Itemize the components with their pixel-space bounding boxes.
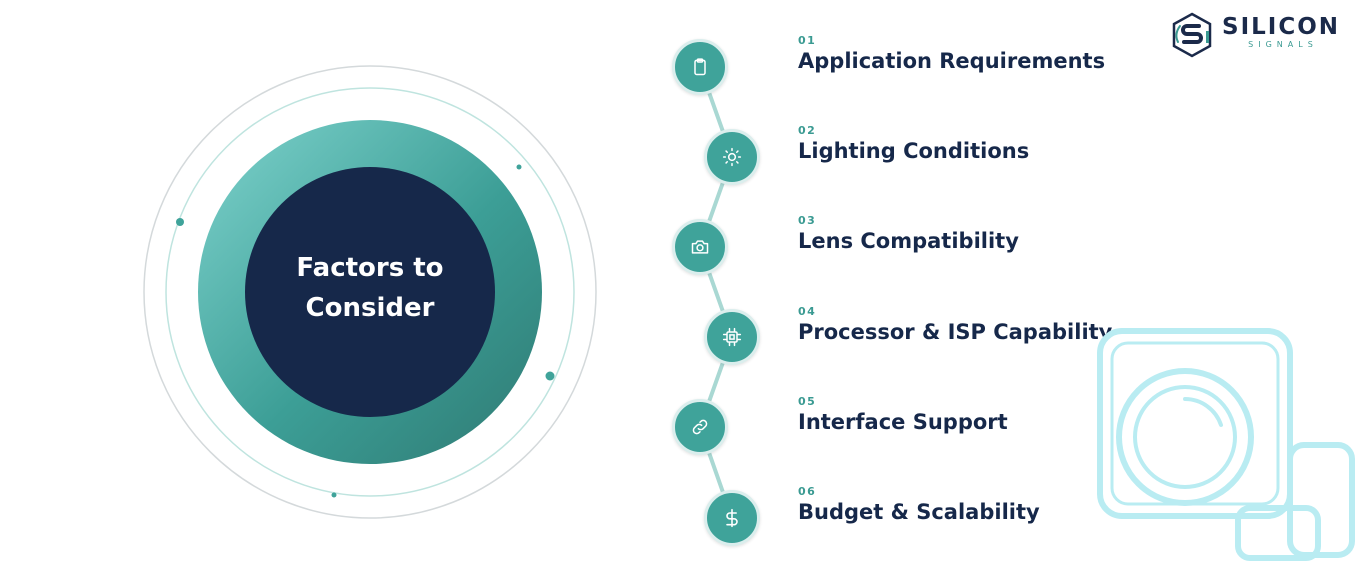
ring-dot [516,164,522,170]
step-number: 03 [798,214,817,227]
chip-icon [722,327,742,347]
ring-dot [176,218,184,226]
step-node-5 [672,399,728,455]
step-title: Lens Compatibility [798,229,1019,253]
outer-ring [143,65,597,519]
logo-name: SILICON [1222,14,1341,40]
ring-dot [545,371,555,381]
hub-title-line1: Factors to [296,253,444,283]
logo-subtitle: SIGNALS [1248,40,1318,49]
step-number: 01 [798,34,817,47]
clipboard-icon [694,58,706,76]
camera-illustration [1097,328,1355,561]
step-number: 05 [798,395,817,408]
step-node-1 [672,39,728,95]
step-node-6 [704,490,760,546]
hub-title-line2: Consider [305,293,435,323]
step-title: Application Requirements [798,49,1106,73]
step-node-2 [704,129,760,185]
silicon-signals-logo-icon [1172,12,1212,58]
step-number: 02 [798,124,817,137]
hub-title: Factors to Consider [245,248,495,328]
camera-icon [691,240,709,254]
ring-dot [331,492,337,498]
step-title: Processor & ISP Capability [798,320,1113,344]
middle-ring [165,87,575,497]
step-number: 04 [798,305,817,318]
step-node-3 [672,219,728,275]
sun-icon [722,147,742,167]
link-icon [692,419,708,435]
navy-core [245,167,495,417]
step-title: Budget & Scalability [798,500,1040,524]
dollar-icon [726,508,738,528]
step-node-4 [704,309,760,365]
step-title: Interface Support [798,410,1008,434]
step-number: 06 [798,485,817,498]
step-title: Lighting Conditions [798,139,1030,163]
hub-diagram [143,65,597,519]
